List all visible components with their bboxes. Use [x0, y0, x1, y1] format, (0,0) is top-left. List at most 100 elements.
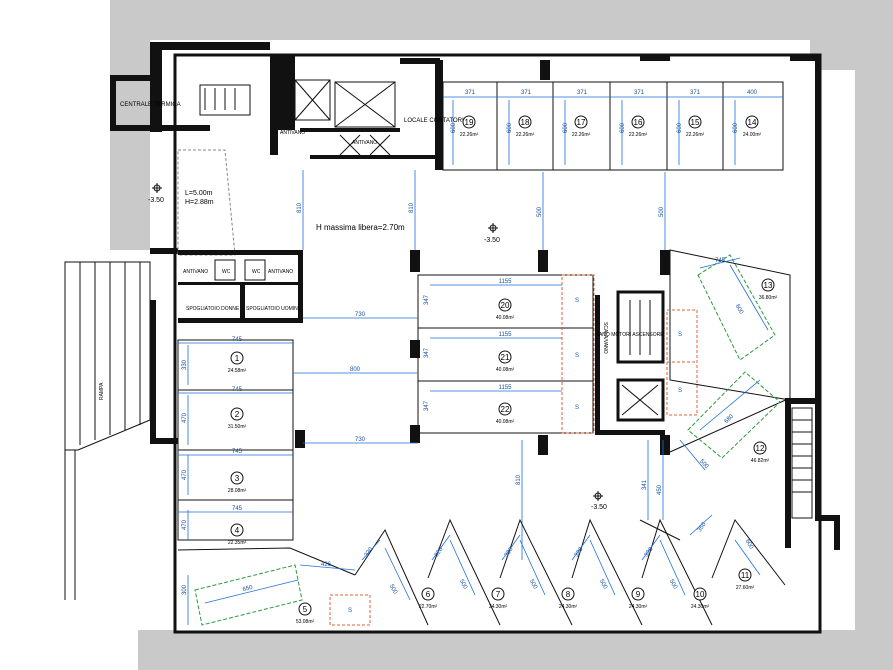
- space-area: 31.50m²: [228, 424, 247, 430]
- space-number-circle: [298, 602, 312, 616]
- antivano-top2-label: ANTIVANO: [352, 140, 377, 146]
- service-block: [199, 79, 440, 159]
- space-number: 17: [577, 118, 586, 127]
- space-number: 21: [501, 353, 510, 362]
- space-number-circle: [688, 115, 702, 129]
- lift-core: [595, 290, 665, 435]
- diag-depth-dim: 500: [458, 579, 469, 591]
- space-marker-9: 924.30m²: [629, 587, 648, 610]
- wc1-label: WC: [222, 269, 231, 275]
- rampa-label: RAMPA: [99, 382, 105, 400]
- space-area: 46.82m²: [751, 458, 770, 464]
- space-number: 2: [235, 410, 240, 419]
- space-number-circle: [693, 587, 707, 601]
- space-marker-6: 622.70m²: [419, 587, 438, 610]
- space-number: 13: [764, 281, 773, 290]
- aisle-dim: 730: [355, 437, 366, 443]
- diag-depth-dim: 500: [668, 579, 679, 591]
- space-number-circle: [574, 115, 588, 129]
- space-area: 28.08m²: [228, 488, 247, 494]
- space-number: 1: [235, 354, 240, 363]
- space-area: 22.35m²: [228, 540, 247, 546]
- space-number-circle: [230, 407, 244, 421]
- space-area: 24.30m²: [559, 604, 578, 610]
- space-5: [177, 547, 371, 626]
- space-area: 40.08m²: [496, 419, 515, 425]
- space-number-circle: [498, 350, 512, 364]
- pillars: [295, 60, 670, 455]
- aisle-dim: 800: [350, 367, 361, 373]
- left-width-dim: 745: [232, 506, 243, 512]
- space-number-circle: [230, 351, 244, 365]
- space-number: 4: [235, 526, 240, 535]
- top-width-dim: 371: [690, 90, 701, 96]
- space-number: 20: [501, 301, 510, 310]
- diagonal-spaces: [354, 514, 786, 626]
- diag-depth-dim: 600: [744, 539, 755, 551]
- top-depth-dim: 600: [563, 122, 569, 133]
- s-mark: S: [348, 608, 352, 614]
- antivano-wc2-label: ANTIVANO: [268, 269, 293, 275]
- space-5-depth-dim: 300: [182, 584, 188, 595]
- antivano-top-label: ANTIVANO: [280, 130, 305, 136]
- s-mark: S: [575, 405, 579, 411]
- space-area: 22.26m²: [686, 132, 705, 138]
- angled-spaces-right: [666, 249, 791, 471]
- left-spaces: [177, 339, 294, 541]
- aisle-dim: 450: [657, 484, 663, 495]
- level-markers: [152, 183, 603, 501]
- space-number-circle: [561, 587, 575, 601]
- level-c-label: -3.50: [591, 504, 607, 511]
- space-area: 24.30m²: [691, 604, 710, 610]
- space-area: 24.00m²: [743, 132, 762, 138]
- space-number-circle: [498, 298, 512, 312]
- top-width-dim: 371: [634, 90, 645, 96]
- ramp: [64, 149, 236, 600]
- top-width-dim: 371: [577, 90, 588, 96]
- vano-motori-label: VANO MOTORI ASCENSORE: [596, 332, 664, 338]
- diag-width-dim: 320: [644, 546, 655, 558]
- space-number: 5: [303, 605, 308, 614]
- space-marker-8: 8 24.30m²: [559, 587, 578, 610]
- diag-width-dim: 320: [364, 546, 375, 558]
- space-markers: 1922.26m²1822.26m²1722.26m²1622.26m²1522…: [228, 115, 778, 625]
- spogliatoio-uomini-label: SPOGLIATOIO UOMINI: [246, 306, 299, 312]
- space-area: 22.70m²: [419, 604, 438, 610]
- left-width-dim: 745: [232, 449, 243, 455]
- aisle-dim: 810: [516, 474, 522, 485]
- space-area: 22.26m²: [516, 132, 535, 138]
- mid-width-dim: 1155: [499, 385, 513, 391]
- space-12-depth-dim: 500: [698, 459, 710, 471]
- aisle-dim: 500: [659, 206, 665, 217]
- room-labels: CENTRALE TERMICA LOCALE CONTATORI ANTIVA…: [99, 102, 664, 511]
- space-area: 22.26m²: [572, 132, 591, 138]
- left-width-dim: 745: [232, 337, 243, 343]
- top-row-spaces: [442, 81, 784, 171]
- diag-depth-dim: 500: [598, 579, 609, 591]
- space-number: 22: [501, 405, 510, 414]
- space-number: 3: [235, 474, 240, 483]
- top-depth-dim: 600: [451, 122, 457, 133]
- space-area: 27.60m²: [736, 585, 755, 591]
- space-marker-2: 2 31.50m²: [228, 407, 247, 430]
- space-number-circle: [631, 115, 645, 129]
- space-area: 22.26m²: [460, 132, 479, 138]
- aisle-dim: 810: [409, 202, 415, 213]
- space-area: 36.80m²: [759, 295, 778, 301]
- space-13-width-dim: 745: [715, 258, 726, 264]
- top-depth-dim: 600: [507, 122, 513, 133]
- space-number: 8: [566, 590, 571, 599]
- space-marker-7: 724.30m²: [489, 587, 508, 610]
- aisle-dim: 810: [297, 202, 303, 213]
- mid-width-dim: 1155: [499, 279, 513, 285]
- space-number: 18: [521, 118, 530, 127]
- space-number-circle: [491, 587, 505, 601]
- diag-width-dim: 320: [504, 546, 515, 558]
- left-depth-dim: 330: [182, 359, 188, 370]
- space-number-circle: [421, 587, 435, 601]
